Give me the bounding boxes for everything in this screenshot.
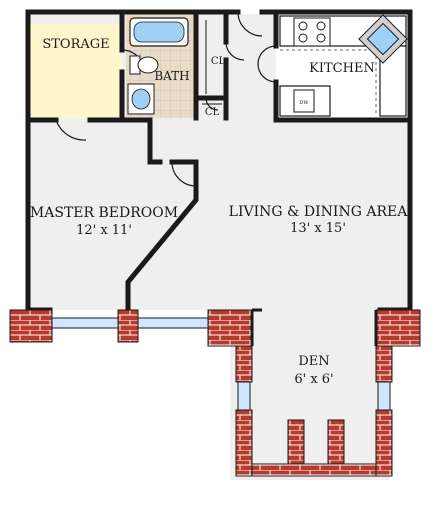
toilet: [129, 55, 159, 75]
master-bedroom-size: 12' x 11': [76, 223, 132, 238]
storage-floor: [30, 24, 122, 118]
den-floor: [230, 310, 390, 480]
closet-lower-label: CL: [205, 107, 220, 118]
stove: [293, 17, 331, 47]
kitchen-sink: [358, 14, 408, 64]
bath-sink: [127, 83, 155, 115]
storage-label: STORAGE: [42, 37, 109, 52]
den-label: DEN: [298, 354, 329, 369]
brick-piers: [9, 309, 421, 477]
interior-walls: [25, 11, 413, 313]
den-windows: [237, 381, 391, 411]
bath-label: BATH: [154, 69, 189, 83]
dishwasher-label: DW: [299, 100, 309, 106]
closet-upper-label: CL: [211, 56, 226, 67]
dishwasher: DW: [293, 89, 315, 113]
living-dining-size: 13' x 15': [290, 221, 346, 236]
master-bedroom-label: MASTER BEDROOM: [30, 205, 178, 221]
living-dining-label: LIVING & DINING AREA: [229, 204, 409, 220]
kitchen-label: KITCHEN: [309, 61, 375, 76]
den-walls: [250, 308, 378, 346]
closet-rods: [202, 20, 222, 105]
bathtub: [129, 17, 189, 47]
den-size: 6' x 6': [294, 372, 333, 387]
